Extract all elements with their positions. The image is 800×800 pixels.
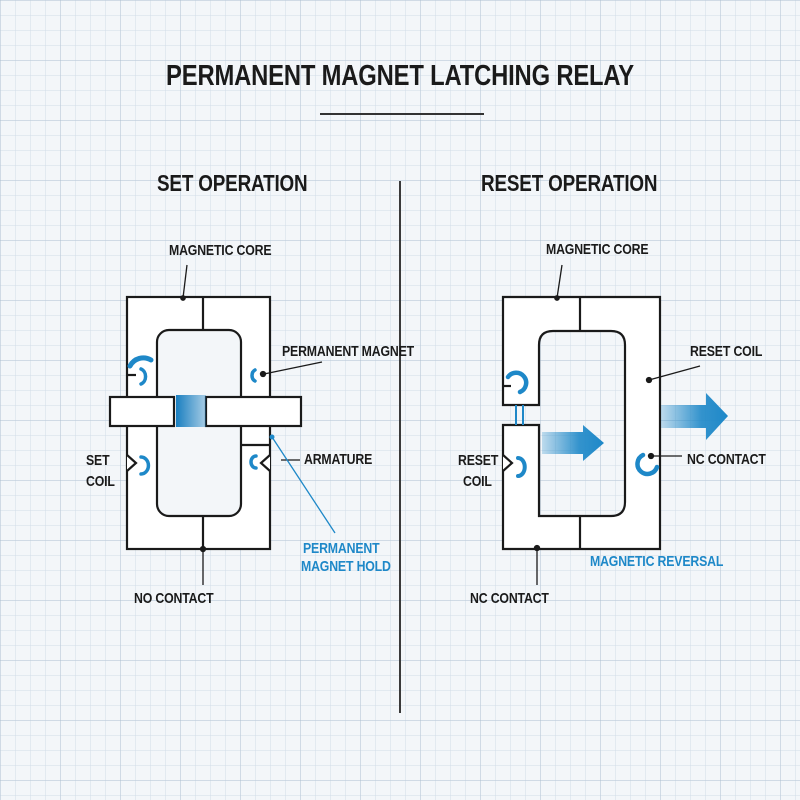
flux-arc-icon [139, 455, 151, 476]
set-coil-label-line1: SET [86, 452, 110, 469]
reset-relay-core [501, 295, 662, 551]
set-armature-label: ARMATURE [304, 451, 373, 468]
reset-gap-link [515, 405, 524, 425]
set-magnetic-core-label: MAGNETIC CORE [169, 242, 272, 259]
reset-leader-lines [533, 264, 701, 585]
magnet-hold-leader [271, 436, 336, 534]
page-title: PERMANENT MAGNET LATCHING RELAY [166, 60, 634, 92]
set-magnet-block [176, 395, 206, 427]
flux-arc-icon [127, 355, 154, 369]
reset-coil-label: RESET COIL [690, 343, 763, 360]
nc-contact-right-label: NC CONTACT [687, 451, 766, 468]
reset-coil-side-label-line1: RESET [458, 452, 499, 469]
set-flux-icons [127, 355, 258, 476]
set-permanent-magnet-label: PERMANENT MAGNET [282, 343, 414, 360]
magnetic-reversal-label: MAGNETIC REVERSAL [590, 553, 724, 570]
flux-arrow-outer [661, 393, 728, 440]
flux-arc-icon [250, 368, 257, 383]
no-contact-label: NO CONTACT [134, 590, 214, 607]
reset-operation-heading: RESET OPERATION [481, 170, 658, 196]
set-leader-lines [180, 264, 323, 585]
set-operation-heading: SET OPERATION [157, 170, 308, 196]
set-armature [108, 395, 303, 428]
flux-loop-icon [505, 370, 529, 395]
flux-arc-icon [139, 367, 148, 386]
flux-arrow-inner [542, 425, 604, 461]
reset-magnetic-core-label: MAGNETIC CORE [546, 241, 649, 258]
flux-arc-icon [516, 456, 527, 478]
flux-arc-icon [249, 454, 258, 470]
permanent-magnet-hold-label-line2: MAGNET HOLD [301, 558, 391, 575]
nc-contact-bottom-label: NC CONTACT [470, 590, 549, 607]
reset-flux-icons [505, 370, 660, 478]
permanent-magnet-hold-label-line1: PERMANENT [303, 540, 380, 557]
reset-coil-side-label-line2: COIL [463, 473, 492, 490]
set-coil-label-line2: COIL [86, 473, 115, 490]
reset-core-upper [501, 295, 662, 551]
flux-loop-icon [635, 452, 660, 477]
